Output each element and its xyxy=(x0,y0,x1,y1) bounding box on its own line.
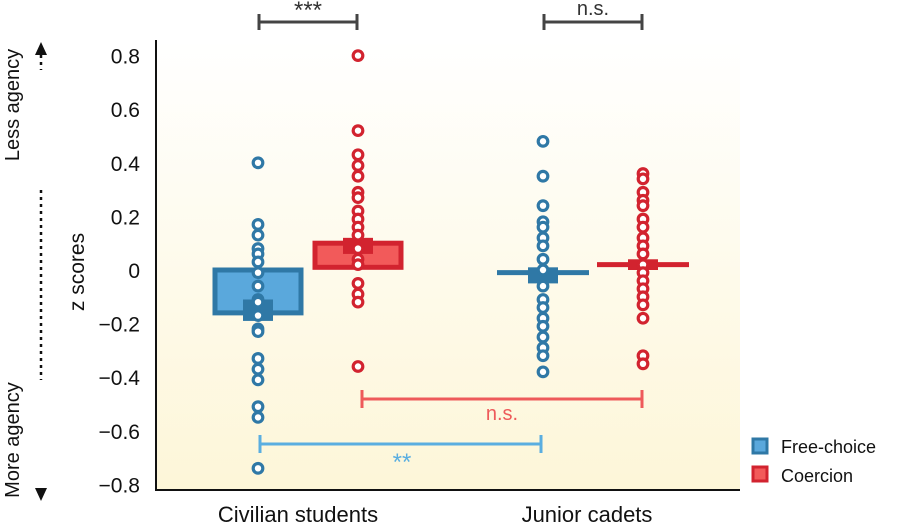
data-point xyxy=(351,191,365,205)
data-point xyxy=(251,325,265,339)
data-point xyxy=(251,461,265,475)
bracket-free-choice xyxy=(258,435,543,453)
data-point xyxy=(636,199,650,213)
sig-free-choice: ** xyxy=(393,449,412,476)
x-tick-civilian: Civilian students xyxy=(218,502,378,524)
data-point xyxy=(536,252,550,266)
data-point xyxy=(536,199,550,213)
data-point xyxy=(351,242,365,255)
data-point xyxy=(536,239,550,253)
data-point xyxy=(536,365,550,379)
legend-label-free-choice: Free-choice xyxy=(781,437,876,457)
y-tick-label: 0.4 xyxy=(111,153,141,176)
data-point xyxy=(251,309,265,322)
sig-junior: n.s. xyxy=(577,0,609,20)
y-tick-label: −0.4 xyxy=(99,367,141,390)
series-coercion-junior xyxy=(597,167,689,371)
y-tick-label: 0.8 xyxy=(111,46,140,69)
data-point xyxy=(636,172,650,186)
agency-top-label: Less agency xyxy=(2,49,24,161)
data-point xyxy=(351,124,365,138)
agency-arrow-down-head xyxy=(35,488,47,501)
bracket-junior xyxy=(542,14,644,30)
x-tick-junior: Junior cadets xyxy=(522,502,653,524)
data-point xyxy=(536,301,550,314)
data-point xyxy=(251,279,265,293)
data-point xyxy=(351,258,365,272)
data-point xyxy=(536,220,550,234)
data-point xyxy=(536,330,550,344)
data-point xyxy=(636,357,650,371)
data-point xyxy=(251,373,265,387)
legend-swatch-coercion xyxy=(751,465,769,483)
data-point xyxy=(351,169,365,183)
data-point xyxy=(251,400,265,414)
bracket-coercion xyxy=(360,390,644,408)
data-point xyxy=(351,295,365,309)
series-coercion-civilian xyxy=(312,49,404,373)
y-tick-label: −0.6 xyxy=(99,421,140,444)
data-point xyxy=(251,295,265,309)
data-point xyxy=(536,349,550,363)
data-point xyxy=(251,156,265,170)
data-point xyxy=(351,277,365,290)
legend: Free-choice Coercion xyxy=(751,437,876,486)
data-point xyxy=(351,148,365,162)
agency-arrow-up-head xyxy=(35,42,47,55)
bracket-civilian xyxy=(257,14,359,30)
y-tick-label: 0.6 xyxy=(111,99,140,122)
agency-bottom-label: More agency xyxy=(2,382,24,498)
data-point xyxy=(251,266,265,280)
y-tick-label: 0.2 xyxy=(111,206,140,229)
data-point xyxy=(536,263,550,277)
data-point xyxy=(636,220,650,234)
sig-coercion: n.s. xyxy=(486,403,518,425)
y-axis-label: z scores xyxy=(66,233,89,311)
data-point xyxy=(251,352,265,365)
y-tick-label: −0.8 xyxy=(99,474,140,497)
data-point xyxy=(351,360,365,373)
data-point xyxy=(536,169,550,183)
data-point xyxy=(636,247,650,261)
data-point xyxy=(636,298,650,312)
sig-civilian: *** xyxy=(294,0,322,24)
data-point xyxy=(251,362,265,376)
data-point xyxy=(251,218,265,231)
legend-swatch-free-choice xyxy=(751,437,769,455)
data-point xyxy=(536,279,550,293)
legend-label-coercion: Coercion xyxy=(781,466,853,486)
y-tick-label: 0 xyxy=(128,260,140,283)
y-tick-label: −0.2 xyxy=(99,314,140,337)
series-free-choice-junior xyxy=(497,134,589,379)
data-point xyxy=(351,228,365,242)
data-point xyxy=(251,411,265,424)
data-point xyxy=(636,311,650,325)
data-point xyxy=(351,49,365,62)
data-point xyxy=(351,159,365,172)
data-point xyxy=(536,134,550,148)
data-point xyxy=(536,319,550,333)
data-point xyxy=(251,255,265,269)
data-point xyxy=(251,228,265,242)
series-free-choice-civilian xyxy=(212,156,304,475)
